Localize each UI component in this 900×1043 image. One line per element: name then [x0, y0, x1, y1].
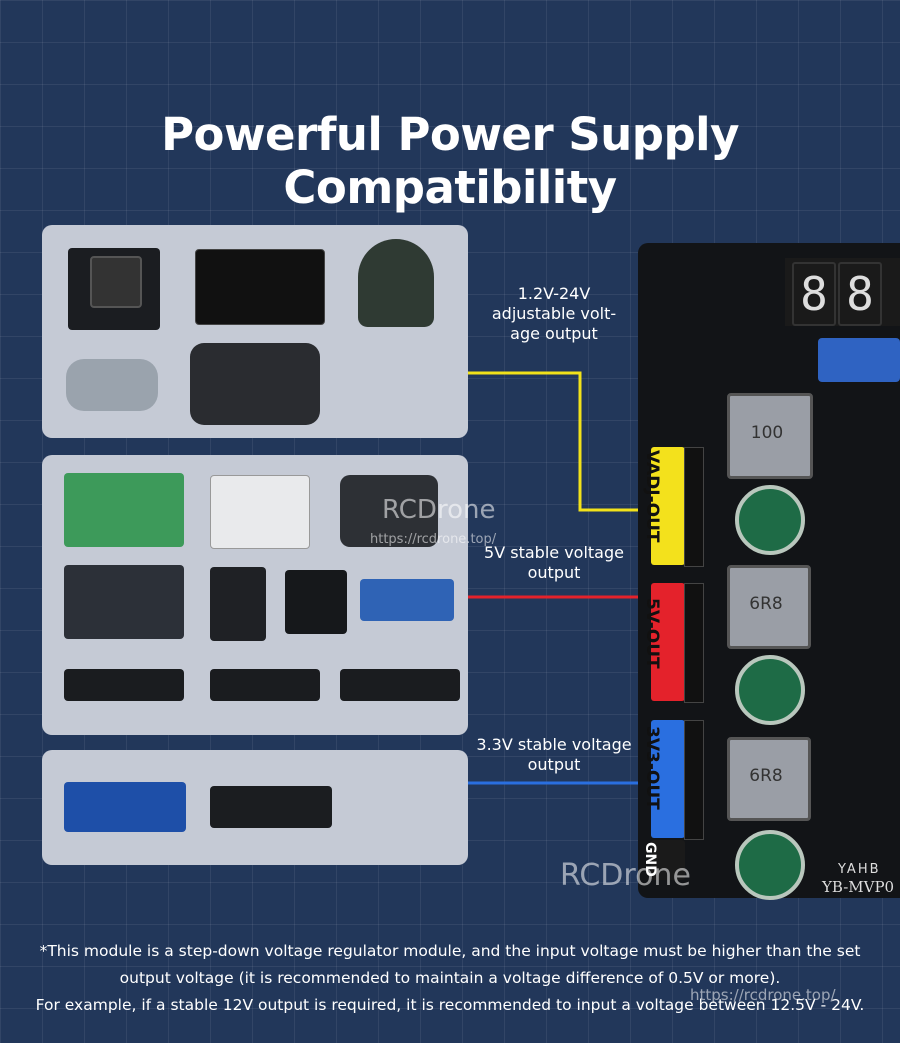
board-label-vadj: VADJ-OUT: [642, 450, 662, 543]
device-line-sensor-1: [64, 669, 184, 701]
footnote: *This module is a step-down voltage regu…: [20, 938, 880, 1019]
header-gnd: [651, 840, 685, 880]
pin-row-5v: [684, 583, 704, 703]
pin-row-vadj: [684, 447, 704, 567]
capacitor-1: [735, 485, 805, 555]
device-motor: [66, 359, 158, 411]
inductor-6r8-b-label: 6R8: [749, 766, 783, 786]
label-5v-output: 5V stable voltage output: [484, 543, 624, 582]
label-adjustable-output: 1.2V-24V adjustable volt-age output: [491, 284, 617, 343]
capacitor-2: [735, 655, 805, 725]
device-lidar: [358, 239, 434, 327]
device-display-module: [340, 475, 438, 547]
watermark-url-bottom: https://rcdrone.top/: [690, 986, 836, 1004]
inductor-6r8-a-label: 6R8: [749, 594, 783, 614]
device-line-sensor-2: [210, 669, 320, 701]
panel-adjustable-devices: [42, 225, 468, 438]
panel-5v-devices: [42, 455, 468, 735]
capacitor-3: [735, 830, 805, 900]
device-line-sensor-3: [340, 669, 460, 701]
panel-3v3-devices: [42, 750, 468, 865]
watermark-brand-bottom: RCDrone: [560, 858, 691, 893]
device-sensor-board: [285, 570, 347, 634]
inductor-6r8-a: [727, 565, 811, 649]
display-digit-2: 8: [838, 262, 882, 326]
board-model: YB-MVP0: [822, 878, 895, 896]
board-label-5v: 5V-OUT: [642, 598, 662, 669]
footnote-line-2: output voltage (it is recommended to mai…: [119, 969, 781, 987]
footnote-line-1: *This module is a step-down voltage regu…: [39, 942, 861, 960]
inductor-6r8-b: [727, 737, 811, 821]
potentiometer: [818, 338, 900, 382]
device-raspberry-pi: [64, 473, 184, 547]
board-label-gnd: GND: [642, 842, 658, 877]
watermark-brand-center: RCDrone: [382, 495, 496, 525]
header-5v: [651, 583, 685, 701]
device-robot-chassis: [190, 343, 320, 425]
pin-row-3v3: [684, 720, 704, 840]
watermark-url-center: https://rcdrone.top/: [370, 532, 497, 547]
device-jetson-module: [68, 248, 160, 330]
page-title: Powerful Power Supply Compatibility: [161, 108, 739, 214]
device-esp-camera: [210, 567, 266, 641]
board-label-3v3: 3V3-OUT: [642, 726, 662, 810]
device-ultrasonic-sensor: [360, 579, 454, 621]
device-dev-board: [64, 565, 184, 639]
device-stm32-board: [64, 782, 186, 832]
header-vadj: [651, 447, 685, 565]
device-camera-board: [210, 475, 310, 549]
board-brand: YAHB: [838, 862, 881, 877]
label-3v3-output: 3.3V stable voltage output: [476, 735, 632, 774]
device-pico-board: [210, 786, 332, 828]
inductor-100-label: 100: [750, 423, 784, 443]
footnote-line-3: For example, if a stable 12V output is r…: [35, 996, 865, 1014]
display-digit-1: 8: [792, 262, 836, 326]
device-driver-board: [195, 249, 325, 325]
yellow-wire: [468, 371, 655, 512]
inductor-100: [727, 393, 813, 479]
header-3v3: [651, 720, 685, 838]
